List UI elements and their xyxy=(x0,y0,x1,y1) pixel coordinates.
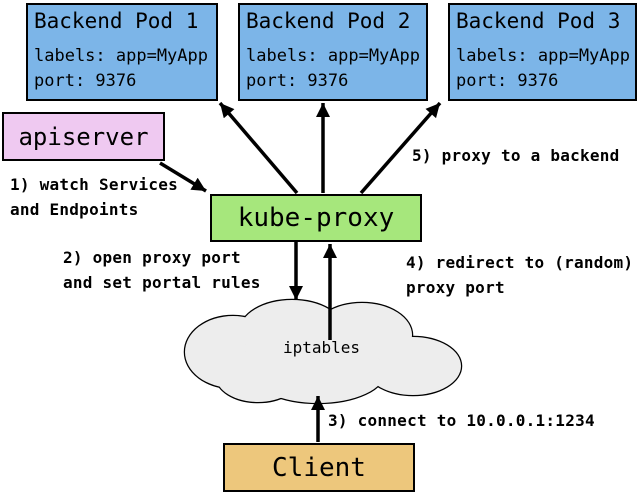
pod-3-title: Backend Pod 3 xyxy=(456,9,621,33)
pod-2-title: Backend Pod 2 xyxy=(246,9,411,33)
step4-label: 4) redirect to (random) proxy port xyxy=(406,253,634,297)
pod-2-labels: labels: app=MyApp xyxy=(246,46,420,66)
apiserver-box: apiserver xyxy=(2,112,165,161)
pod-3-labels: labels: app=MyApp xyxy=(456,46,630,66)
pod-3-port: port: 9376 xyxy=(456,71,559,91)
iptables-label: iptables xyxy=(283,338,361,357)
backend-pod-3: Backend Pod 3 labels: app=MyApp port: 93… xyxy=(448,3,637,101)
step1-label: 1) watch Services and Endpoints xyxy=(10,175,179,219)
client-label: Client xyxy=(272,452,366,483)
apiserver-label: apiserver xyxy=(18,122,149,151)
step5-label: 5) proxy to a backend xyxy=(412,146,620,165)
backend-pod-1: Backend Pod 1 labels: app=MyApp port: 93… xyxy=(26,3,218,101)
pod-1-port: port: 9376 xyxy=(34,71,137,91)
step2-label: 2) open proxy port and set portal rules xyxy=(63,248,261,292)
pod-2-port: port: 9376 xyxy=(246,71,349,91)
kube-proxy-box: kube-proxy xyxy=(210,194,422,242)
kube-proxy-label: kube-proxy xyxy=(237,203,395,233)
arrow-kube-proxy-to-pod1 xyxy=(218,101,299,195)
client-box: Client xyxy=(223,443,415,492)
backend-pod-2: Backend Pod 2 labels: app=MyApp port: 93… xyxy=(238,3,428,101)
pod-1-title: Backend Pod 1 xyxy=(34,9,199,33)
step3-label: 3) connect to 10.0.0.1:1234 xyxy=(328,411,595,430)
pod-1-labels: labels: app=MyApp xyxy=(34,46,208,66)
